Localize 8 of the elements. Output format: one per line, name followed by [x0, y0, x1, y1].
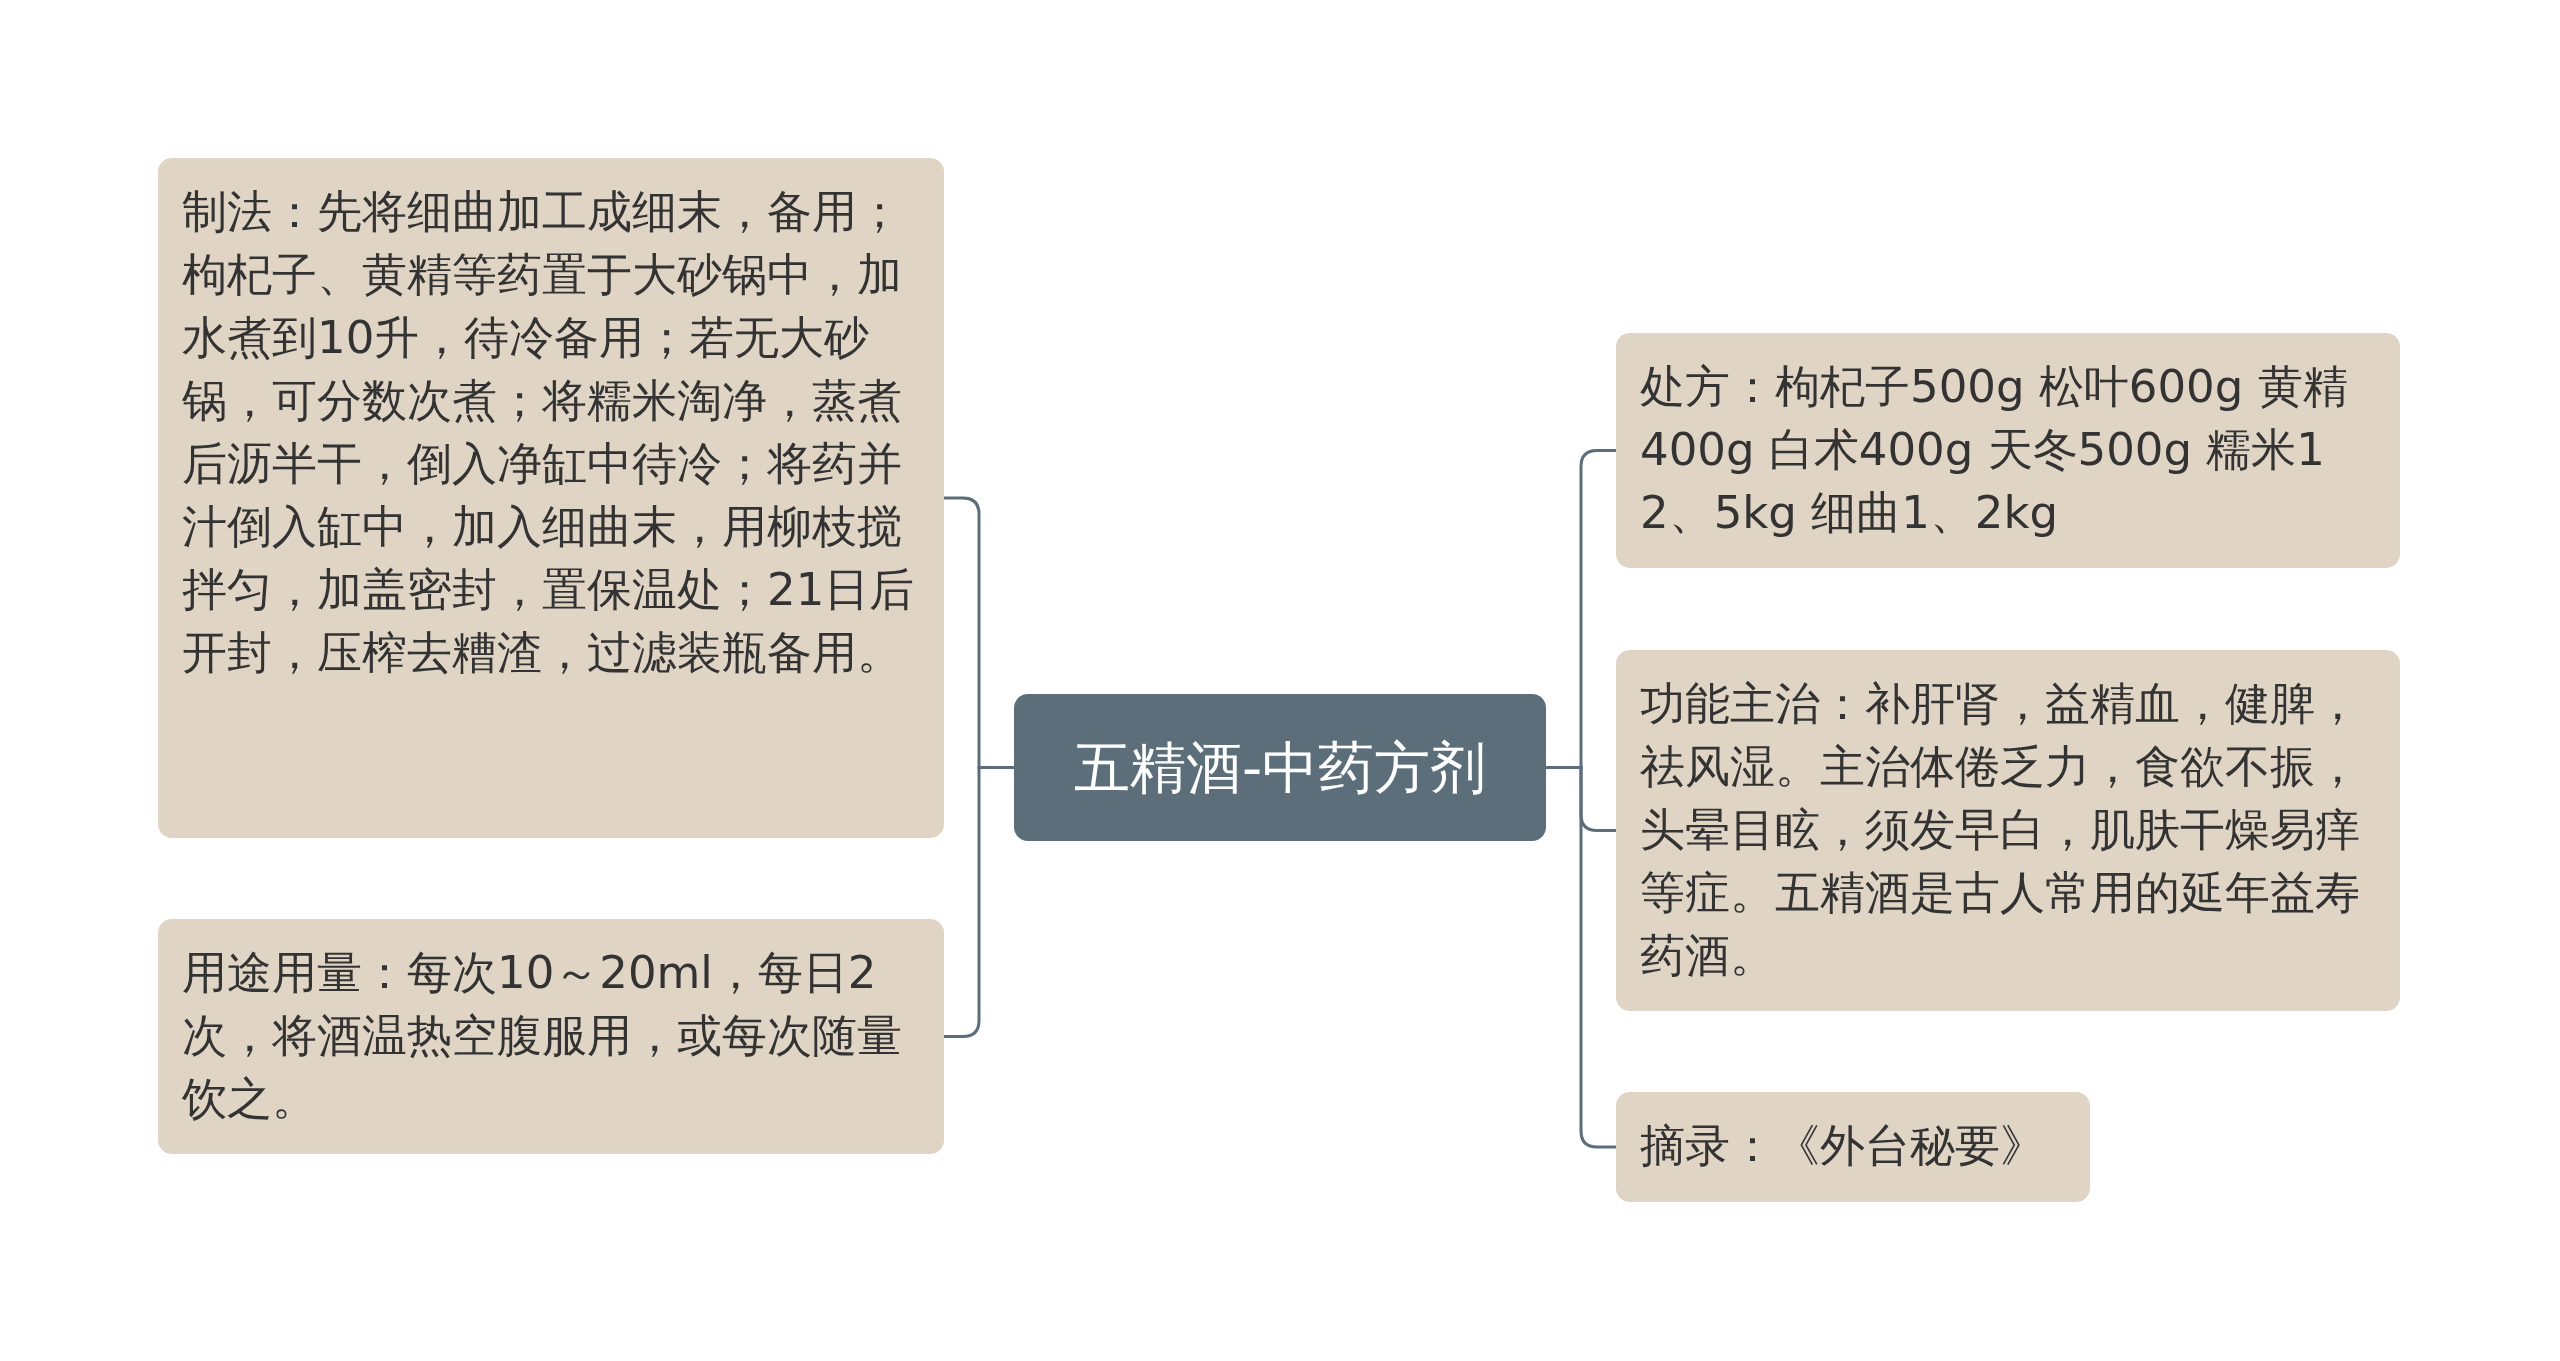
text-box: 摘录：《外台秘要》	[1616, 1092, 2090, 1202]
connector-line	[944, 766, 1014, 1038]
text-box: 制法：先将细曲加工成细末，备用；枸杞子、黄精等药置于大砂锅中，加水煮到10升，待冷备用；若无大砂锅，可分数次煮；将糯米淘净，蒸煮后沥半干，倒入净缸中待冷；将药并汁倒入缸中，加入细曲末，用柳枝搅拌匀，加盖密封，置保温处；21日后开封，压榨去糟渣，过滤装瓶备用。	[158, 158, 944, 838]
text-box: 功能主治：补肝肾，益精血，健脾，祛风湿。主治体倦乏力，食欲不振，头晕目眩，须发早白，肌肤干燥易痒等症。五精酒是古人常用的延年益寿药酒。	[1616, 650, 2400, 1011]
text-box: 处方：枸杞子500g 松叶600g 黄精400g 白术400g 天冬500g 糯米12、5kg 细曲1、2kg	[1616, 333, 2400, 568]
text-box: 用途用量：每次10～20ml，每日2次，将酒温热空腹服用，或每次随量饮之。	[158, 919, 944, 1154]
connector-line	[1546, 766, 1616, 1149]
topic-box: 五精酒-中药方剂	[1014, 694, 1546, 841]
